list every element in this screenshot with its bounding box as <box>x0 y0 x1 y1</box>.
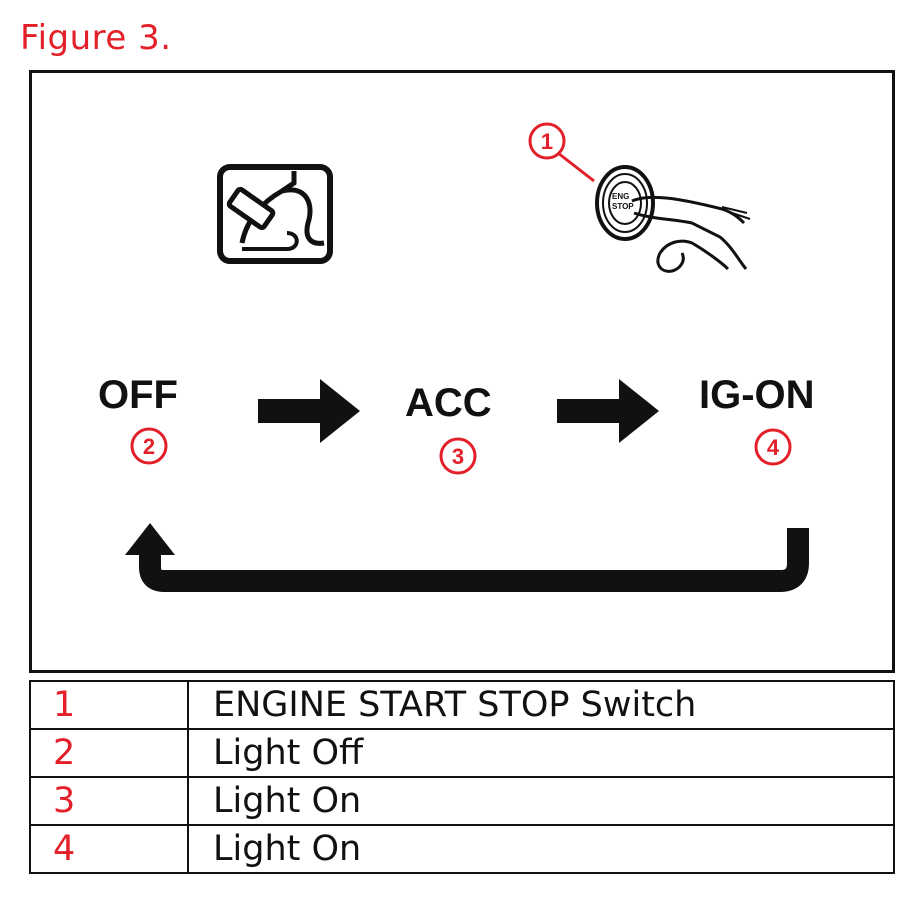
legend-description: Light Off <box>187 728 895 778</box>
legend-row: 4 Light On <box>29 824 895 874</box>
callout-3: 3 <box>439 437 477 475</box>
state-off-label: OFF <box>98 373 178 417</box>
legend-number: 2 <box>29 728 189 778</box>
legend-description: Light On <box>187 776 895 826</box>
diagram-frame: ENG STOP 1 2 3 4 <box>29 70 895 673</box>
arrow-off-to-acc <box>258 379 360 443</box>
legend-number: 1 <box>29 680 189 730</box>
return-arrow <box>139 528 809 592</box>
callout-1: 1 <box>528 122 595 183</box>
brake-pedal-icon <box>217 164 333 264</box>
callout-4-number: 4 <box>767 435 780 460</box>
svg-text:STOP: STOP <box>612 202 634 211</box>
legend-row: 3 Light On <box>29 776 895 826</box>
legend-description: Light On <box>187 824 895 874</box>
return-arrowhead <box>125 523 175 555</box>
legend-description: ENGINE START STOP Switch <box>187 680 895 730</box>
svg-text:ENG: ENG <box>612 192 629 201</box>
state-ig-on-label: IG-ON <box>699 373 815 417</box>
legend-number: 4 <box>29 824 189 874</box>
state-acc-label: ACC <box>405 381 492 425</box>
figure-title: Figure 3. <box>20 18 172 58</box>
legend-row: 2 Light Off <box>29 728 895 778</box>
callout-2-number: 2 <box>143 434 155 459</box>
legend-number: 3 <box>29 776 189 826</box>
hand-icon <box>631 195 751 273</box>
start-stop-button-icon: ENG STOP <box>595 165 655 241</box>
callout-4: 4 <box>754 428 792 466</box>
arrow-acc-to-ig-on <box>557 379 659 443</box>
legend-row: 1 ENGINE START STOP Switch <box>29 680 895 730</box>
callout-1-number: 1 <box>541 129 553 154</box>
callout-3-number: 3 <box>452 444 464 469</box>
legend-table: 1 ENGINE START STOP Switch 2 Light Off 3… <box>29 680 895 874</box>
callout-2: 2 <box>130 427 168 465</box>
diagram-canvas: ENG STOP 1 2 3 4 <box>125 122 809 592</box>
